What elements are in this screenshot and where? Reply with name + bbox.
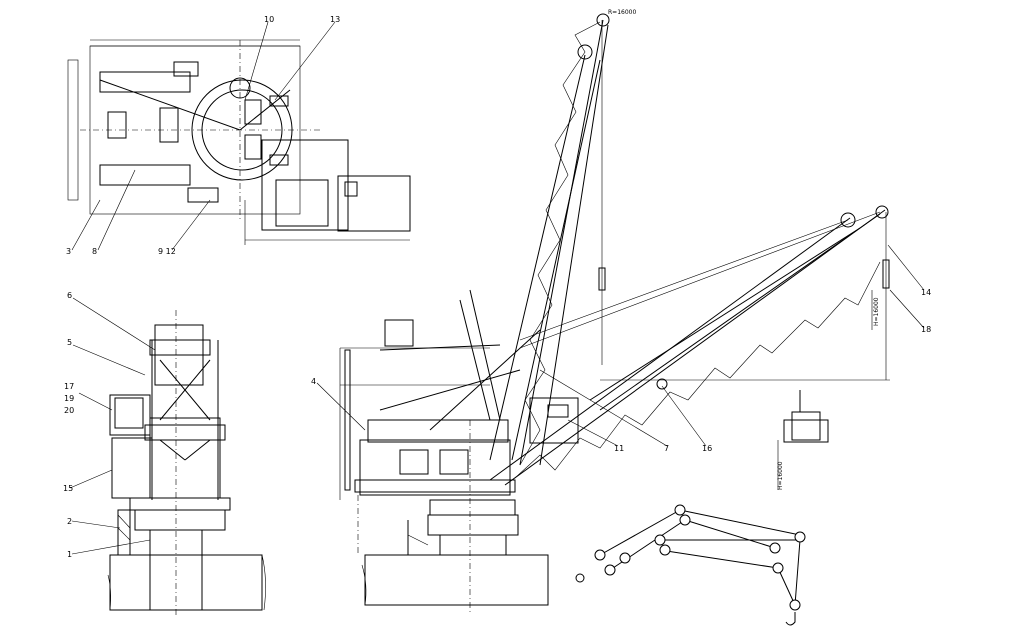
- main-crane-elevation: [339, 13, 890, 615]
- callout-4-right: 4: [311, 377, 316, 386]
- callout-14: 14: [921, 288, 931, 297]
- grab-height-dimension: H=16000: [777, 461, 784, 490]
- callout-15: 15: [63, 484, 73, 493]
- callout-8: 8: [92, 247, 97, 256]
- callout-1: 1: [67, 550, 72, 559]
- plan-view: [67, 39, 411, 245]
- top-hook-dimension: R=16000: [608, 9, 636, 16]
- side-view: [107, 310, 266, 615]
- hoist-linkage-diagram: [575, 504, 806, 626]
- callout-16: 16: [702, 444, 712, 453]
- callout-2: 2: [67, 517, 72, 526]
- callout-6: 6: [67, 291, 72, 300]
- callout-5: 5: [67, 338, 72, 347]
- dimension-labels: R=16000 H=16000 H=16000: [608, 9, 880, 490]
- callout-7: 7: [664, 444, 669, 453]
- leader-lines: [69, 21, 925, 555]
- callout-9-12: 9 12: [158, 247, 176, 256]
- callout-18: 18: [921, 325, 931, 334]
- right-hook-height-dimension: H=16000: [873, 297, 880, 326]
- callout-20: 20: [64, 406, 74, 415]
- callout-19: 19: [64, 394, 74, 403]
- callout-3: 3: [66, 247, 71, 256]
- callout-10: 10: [264, 15, 274, 24]
- callout-17: 17: [64, 382, 74, 391]
- callout-13: 13: [330, 15, 340, 24]
- callouts: 3 8 9 12 10 13 6 5 17 19 20 15 2 1 4 11 …: [63, 15, 931, 559]
- callout-11: 11: [614, 444, 624, 453]
